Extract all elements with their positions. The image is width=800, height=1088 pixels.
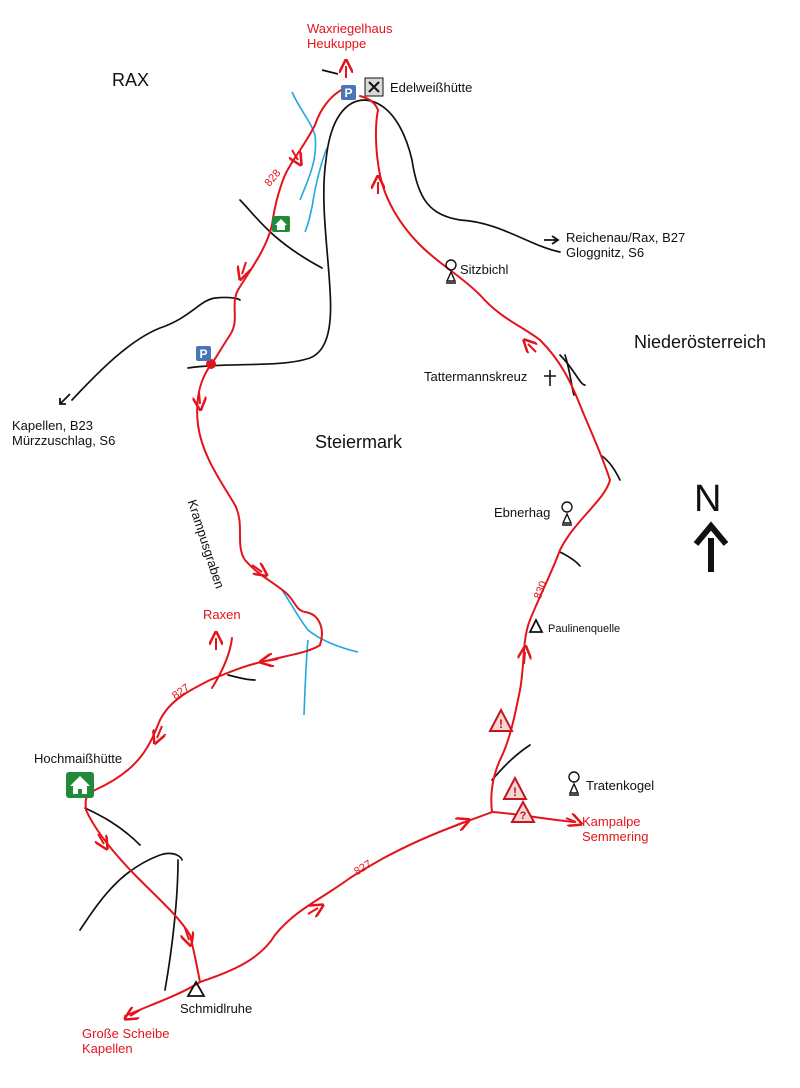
- hut-icon: [66, 772, 94, 798]
- svg-text:P: P: [199, 347, 207, 361]
- road-south-1: [79, 852, 183, 931]
- trail-828: [209, 87, 346, 367]
- road-spur: [239, 199, 323, 269]
- label-kampalpe: Kampalpe Semmering: [582, 814, 649, 844]
- arrow-krampus-3: [266, 659, 279, 661]
- arrow-krampus-1: [199, 391, 200, 404]
- warning-exclamation-icon: !: [502, 775, 528, 800]
- stream-upper: [291, 91, 317, 201]
- trail-arrows: [98, 66, 576, 1016]
- label-raxen: Raxen: [203, 607, 241, 622]
- arrow-827-lower-2: [451, 822, 464, 827]
- arrow-830-2: [528, 344, 536, 352]
- label-kapellen: Kapellen, B23 Mürzzuschlag, S6: [12, 418, 116, 448]
- lookout-icon: [561, 501, 573, 526]
- region-rax: RAX: [112, 70, 150, 90]
- warning-question-icon: ?: [510, 799, 536, 823]
- road-tatterman-2: [564, 354, 575, 396]
- svg-text:!: !: [499, 717, 503, 731]
- label-grosse-scheibe: Große Scheibe Kapellen: [82, 1026, 170, 1056]
- label-sitzbichl: Sitzbichl: [460, 262, 509, 277]
- peak-triangle-icon: [186, 980, 206, 997]
- arrow-830-1: [524, 652, 525, 665]
- road-south-2: [164, 859, 179, 991]
- trail-raxen: [211, 637, 233, 689]
- svg-text:?: ?: [520, 810, 527, 822]
- peak-triangle-icon: [528, 617, 544, 633]
- arrow-827-upper: [157, 725, 162, 738]
- waxriegel-road-stub: [321, 69, 339, 75]
- arrow-kampalpe: [565, 818, 576, 822]
- label-paulinenquelle: Paulinenquelle: [548, 623, 621, 635]
- lookout-icon: [568, 771, 580, 796]
- label-edelweisshuette: Edelweißhütte: [390, 80, 473, 95]
- road-kapellen: [71, 296, 241, 401]
- hut-icon: [272, 216, 290, 232]
- lookout-icon: [445, 259, 457, 284]
- arrow-grosse-scheibe: [130, 1010, 141, 1016]
- warning-exclamation-icon: !: [488, 707, 514, 732]
- label-tattermannskreuz: Tattermannskreuz: [424, 369, 528, 384]
- arrow-hochmaiss-1: [98, 833, 104, 844]
- stream-krampus: [281, 589, 359, 653]
- road-tatterman-1: [559, 354, 586, 386]
- arrow-kapellen-icon: [59, 393, 71, 405]
- stream-lower: [303, 639, 309, 716]
- north-label: N: [694, 478, 722, 520]
- cross-icon: [544, 370, 556, 386]
- roads: [71, 99, 621, 991]
- road-main-loop: [187, 99, 561, 369]
- region-niederoesterreich: Niederösterreich: [634, 332, 767, 352]
- parking-icon: P: [341, 85, 356, 100]
- svg-text:!: !: [513, 785, 517, 799]
- label-tratenkogel: Tratenkogel: [586, 778, 655, 793]
- trail-830: [359, 95, 612, 813]
- road-830: [559, 551, 581, 567]
- trail-krampusgraben: [84, 365, 323, 811]
- region-steiermark: Steiermark: [315, 432, 403, 452]
- arrow-827-lower-1: [307, 908, 318, 914]
- road-hut: [84, 807, 141, 846]
- arrow-reichenau-icon: [544, 235, 560, 245]
- streams: [281, 91, 359, 716]
- stream-middle: [304, 147, 328, 233]
- label-waxriegelhaus: Waxriegelhaus Heukuppe: [307, 21, 393, 51]
- north-arrow-icon: [693, 521, 729, 572]
- arrow-828-1: [292, 149, 298, 160]
- label-schmidlruhe: Schmidlruhe: [180, 1001, 253, 1016]
- trail-827-lower: [199, 811, 493, 983]
- parking-icon: P: [196, 346, 211, 361]
- arrow-krampus-2: [251, 565, 262, 572]
- road-tratenkogel: [491, 744, 531, 781]
- arrow-828-2: [242, 261, 246, 274]
- trails: [84, 87, 612, 1017]
- start-point: [206, 359, 216, 369]
- svg-text:P: P: [344, 86, 352, 100]
- label-ebnerhag: Ebnerhag: [494, 505, 551, 520]
- label-reichenau: Reichenau/Rax, B27 Gloggnitz, S6: [566, 230, 686, 260]
- road-arrows: [59, 69, 560, 405]
- road-raxen: [227, 674, 256, 681]
- crossed-cutlery-icon: [364, 77, 384, 97]
- trail-hochmaiss-south: [85, 809, 201, 983]
- road-ebnerhag: [601, 455, 621, 481]
- label-hochmaisshuette: Hochmaißhütte: [34, 751, 123, 766]
- arrow-hochmaiss-2: [185, 927, 189, 940]
